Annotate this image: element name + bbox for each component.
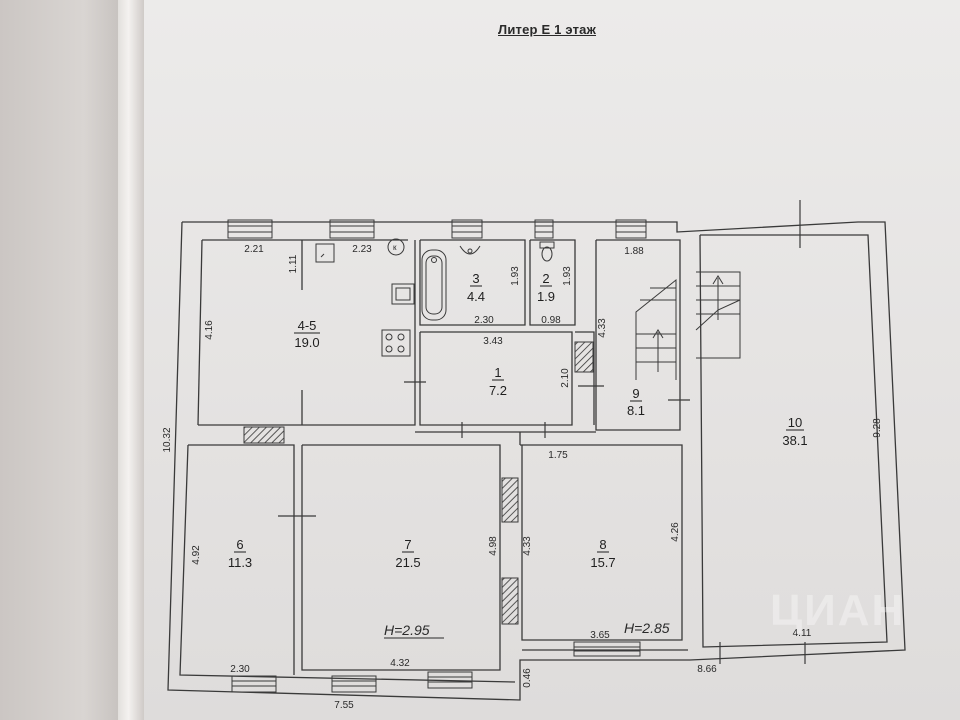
dim-0-46: 0.46 [522,668,533,688]
dim-7-55: 7.55 [334,700,354,711]
height-labels: H=2.95 H=2.85 [384,620,670,639]
room-3-area: 4.4 [467,289,485,304]
outer-walls [167,221,906,701]
bathtub-icon [421,249,447,321]
room-7-number: 7 [404,537,411,552]
dim-4-92: 4.92 [191,545,202,565]
staircase-9 [635,278,677,380]
room-8-area: 15.7 [590,555,615,570]
room-2-area: 1.9 [537,289,555,304]
room-labels: 4-5 19.0 3 4.4 2 1.9 1 7.2 9 8.1 10 38.1… [228,271,808,570]
dim-3-65: 3.65 [590,630,610,641]
staircase-10 [695,271,741,359]
height-room-8: H=2.85 [624,620,670,636]
sink-icon [459,245,481,255]
dimension-labels: 2.21 2.23 2.30 0.98 3.43 1.88 1.75 2.30 … [230,244,812,711]
room-4-5-number: 4-5 [298,318,317,333]
dim-4-11: 4.11 [793,628,812,639]
dim-4-16: 4.16 [204,320,215,340]
room-8-number: 8 [599,537,606,552]
room-1-number: 1 [494,365,501,380]
room-9-area: 8.1 [627,403,645,418]
room-3-number: 3 [472,271,479,286]
washbasin-icon [391,283,415,305]
dim-9-28: 9.28 [872,418,883,438]
hatched-openings [243,341,594,625]
toilet-icon [539,241,555,262]
dim-1-11: 1.11 [288,254,299,273]
dim-4-32: 4.32 [390,658,410,669]
dim-4-33-a: 4.33 [597,318,608,338]
dim-8-66: 8.66 [697,664,717,675]
left-page [0,0,140,720]
boiler-icon [387,238,405,256]
room-9-number: 9 [632,386,639,401]
bottom-windows [231,641,641,693]
top-windows [227,219,647,239]
dim-2-10: 2.10 [560,368,571,388]
dim-2-23: 2.23 [352,244,372,255]
dim-4-98: 4.98 [488,536,499,556]
main-page [134,0,960,720]
dim-10-32: 10.32 [162,427,173,452]
vertical-dimension-labels: 1.11 4.16 1.93 1.93 2.10 4.33 9.28 10.32… [162,254,883,688]
page-fold [118,0,144,720]
dim-1-93-a: 1.93 [510,266,521,286]
watermark: ЦИАН [770,586,906,635]
dim-1-93-b: 1.93 [562,266,573,286]
room-1-area: 7.2 [489,383,507,398]
stove-icon [381,329,411,357]
room-4-5-area: 19.0 [294,335,319,350]
dim-1-88: 1.88 [624,246,644,257]
dim-1-75: 1.75 [548,450,568,461]
door-ticks [278,200,806,664]
room-7-area: 21.5 [395,555,420,570]
room-6-number: 6 [236,537,243,552]
dim-0-98: 0.98 [541,315,561,326]
kitchen-sink-icon [315,243,335,263]
room-6-area: 11.3 [228,555,252,570]
dim-2-21: 2.21 [244,244,264,255]
dim-4-26: 4.26 [670,522,681,542]
height-room-7: H=2.95 [384,622,430,638]
interior-walls [188,239,683,675]
boiler-label: к [393,243,397,252]
dim-2-30-top: 2.30 [474,315,494,326]
dim-3-43: 3.43 [483,336,503,347]
room-10-number: 10 [788,415,802,430]
dim-4-33-b: 4.33 [522,536,533,556]
dim-2-30-bottom: 2.30 [230,664,250,675]
room-10-area: 38.1 [782,433,807,448]
plan-title: Литер Е 1 этаж [498,22,597,37]
room-2-number: 2 [542,271,549,286]
